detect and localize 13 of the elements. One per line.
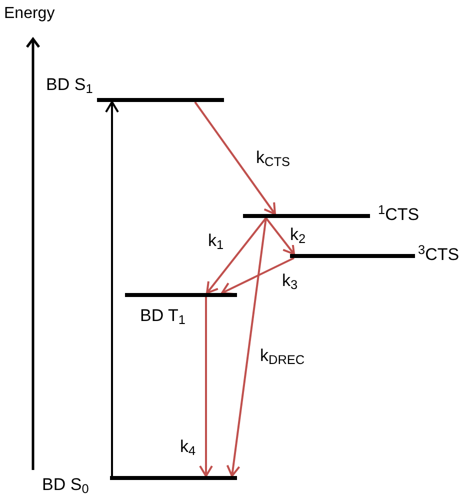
arrow bbox=[105, 101, 119, 476]
arrow bbox=[265, 217, 295, 255]
axis-label: Energy bbox=[4, 4, 55, 24]
level-label: BD T$_{1}$ bbox=[140, 305, 186, 326]
level-label: BD S$_{0}$ bbox=[42, 474, 89, 494]
arrow bbox=[194, 101, 276, 215]
level-label: $^{1}$CTS bbox=[378, 204, 420, 226]
level-label: $^{3}$CTS bbox=[418, 244, 460, 266]
arrow bbox=[206, 217, 267, 294]
level-label: BD S$_{1}$ bbox=[46, 74, 93, 96]
arrow bbox=[226, 218, 267, 477]
arrow bbox=[199, 297, 213, 477]
arrow bbox=[221, 257, 294, 296]
